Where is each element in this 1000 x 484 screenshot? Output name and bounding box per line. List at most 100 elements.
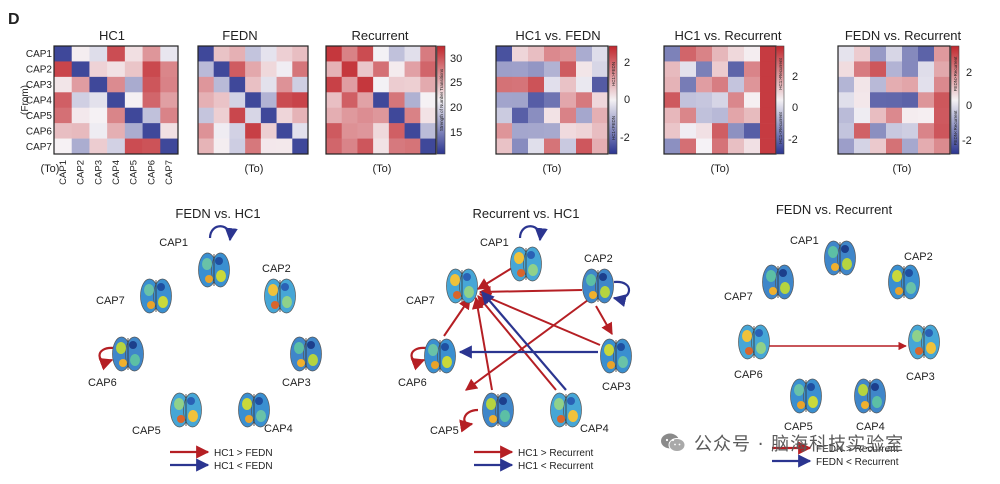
heatmap-cell: [728, 46, 745, 62]
node-label-cap1: CAP1: [480, 237, 509, 249]
brain-node-icon: [140, 278, 172, 314]
edge-r-cap6-self: [410, 346, 427, 371]
heatmap-cell: [760, 76, 777, 93]
to-axis-label-1: (To): [41, 163, 60, 175]
heatmap-cell: [902, 138, 919, 155]
heatmap-cell: [712, 46, 729, 62]
edge-r-cap5-cap7: [471, 296, 493, 391]
heatmap-cell: [918, 76, 935, 93]
colorbar-strength-tick-30: 30: [450, 53, 462, 65]
heatmap-cell: [260, 46, 277, 62]
heatmap-cell: [870, 76, 887, 93]
heatmap-cell: [404, 138, 421, 155]
network-edges: [98, 225, 907, 433]
heatmap-cell: [496, 46, 513, 62]
node-label-cap1: CAP1: [790, 235, 819, 247]
heatmap-cell: [854, 138, 871, 155]
heatmap-cell: [902, 46, 919, 62]
heatmap-cell: [89, 92, 108, 109]
heatmap-cell: [107, 107, 126, 124]
heatmap-cell: [728, 92, 745, 109]
heatmap-cell: [592, 107, 609, 124]
heatmap-cell: [404, 123, 421, 139]
heatmap-cell: [664, 123, 681, 139]
node-label-cap3: CAP3: [906, 371, 935, 383]
heatmap-cell: [160, 61, 179, 78]
edge-r-cap6-cap7: [443, 297, 471, 337]
heatmap-cell: [124, 92, 143, 109]
heatmap-cell: [680, 138, 697, 155]
colorbar3-top-label: HC1>Recurrent: [778, 58, 783, 90]
heatmap-cell: [292, 92, 309, 109]
heatmap-cell: [229, 138, 246, 155]
node-label-cap4: CAP4: [856, 421, 885, 433]
heatmap-frame: [325, 45, 437, 155]
heatmap-cell: [544, 107, 561, 124]
node-label-cap7: CAP7: [406, 295, 435, 307]
matrix-title-fedn: FEDN: [222, 28, 257, 43]
heatmap-cell: [54, 138, 73, 155]
node-label-cap5: CAP5: [430, 425, 459, 437]
heatmap-cell: [886, 92, 903, 109]
heatmap-cell: [276, 138, 293, 155]
colorbar-strength-tick-25: 25: [450, 77, 462, 89]
heatmap-cell: [107, 76, 126, 93]
node-label-cap6: CAP6: [398, 377, 427, 389]
heatmap-cell: [213, 92, 230, 109]
heatmap-hc1-vs-fedn: [495, 45, 609, 155]
heatmap-cell: [160, 76, 179, 93]
node-label-cap3: CAP3: [602, 381, 631, 393]
colorbar2-top-label: HC1>FEDN: [611, 62, 616, 86]
to-axis-label-4: (To): [543, 163, 562, 175]
heatmap-cell: [496, 76, 513, 93]
heatmap-cell: [326, 46, 343, 62]
heatmap-cell: [528, 107, 545, 124]
heatmap-cell: [341, 138, 358, 155]
heatmap-cell: [560, 138, 577, 155]
colorbar2-tick-minus2: -2: [620, 132, 630, 144]
brain-node-icon: [762, 264, 794, 300]
heatmap-cell: [544, 61, 561, 78]
brain-node-icon: [582, 268, 614, 304]
heatmap-cell: [512, 123, 529, 139]
brain-node-icon: [170, 392, 202, 428]
heatmap-cell: [54, 61, 73, 78]
watermark-text: 公众号 · 脑海科技实验室: [694, 434, 905, 455]
heatmap-cell: [854, 46, 871, 62]
heatmap-cell: [142, 76, 161, 93]
colorbar-strength: [436, 45, 446, 155]
brain-node-icon: [790, 378, 822, 414]
heatmap-cell: [292, 123, 309, 139]
heatmap-cell: [712, 61, 729, 78]
heatmap-cell: [870, 92, 887, 109]
edge-b-cap2-self: [612, 280, 631, 308]
node-label-cap2: CAP2: [904, 251, 933, 263]
heatmap-cell: [696, 76, 713, 93]
heatmap-frame: [837, 45, 951, 155]
watermark: 公众号 · 脑海科技实验室: [660, 428, 904, 458]
heatmap-cell: [107, 46, 126, 62]
heatmap-hc1-vs-recurrent: [663, 45, 777, 155]
heatmap-cell: [512, 92, 529, 109]
heatmap-cell: [71, 123, 90, 139]
node-label-cap1: CAP1: [159, 237, 188, 249]
heatmap-cell: [213, 61, 230, 78]
brain-node-icon: [888, 264, 920, 300]
heatmap-cell: [744, 46, 761, 62]
heatmap-cell: [388, 76, 405, 93]
legend-label-fedn-lt-recurrent: FEDN < Recurrent: [816, 457, 899, 468]
colorbar3-tick-minus2: -2: [788, 134, 798, 146]
matrix-title-hc1-vs-recurrent: HC1 vs. Recurrent: [675, 28, 782, 43]
heatmap-cell: [854, 76, 871, 93]
heatmap-cell: [292, 138, 309, 155]
heatmap-cell: [728, 76, 745, 93]
heatmap-cell: [918, 138, 935, 155]
colorbar2-tick-2: 2: [624, 57, 630, 69]
heatmap-cell: [260, 61, 277, 78]
edge-r-cap2-cap3: [595, 305, 613, 336]
heatmap-cell: [512, 76, 529, 93]
colorbar-hc1-vs-recurrent: [775, 45, 785, 155]
heatmap-cell: [696, 107, 713, 124]
node-label-cap6: CAP6: [734, 369, 763, 381]
